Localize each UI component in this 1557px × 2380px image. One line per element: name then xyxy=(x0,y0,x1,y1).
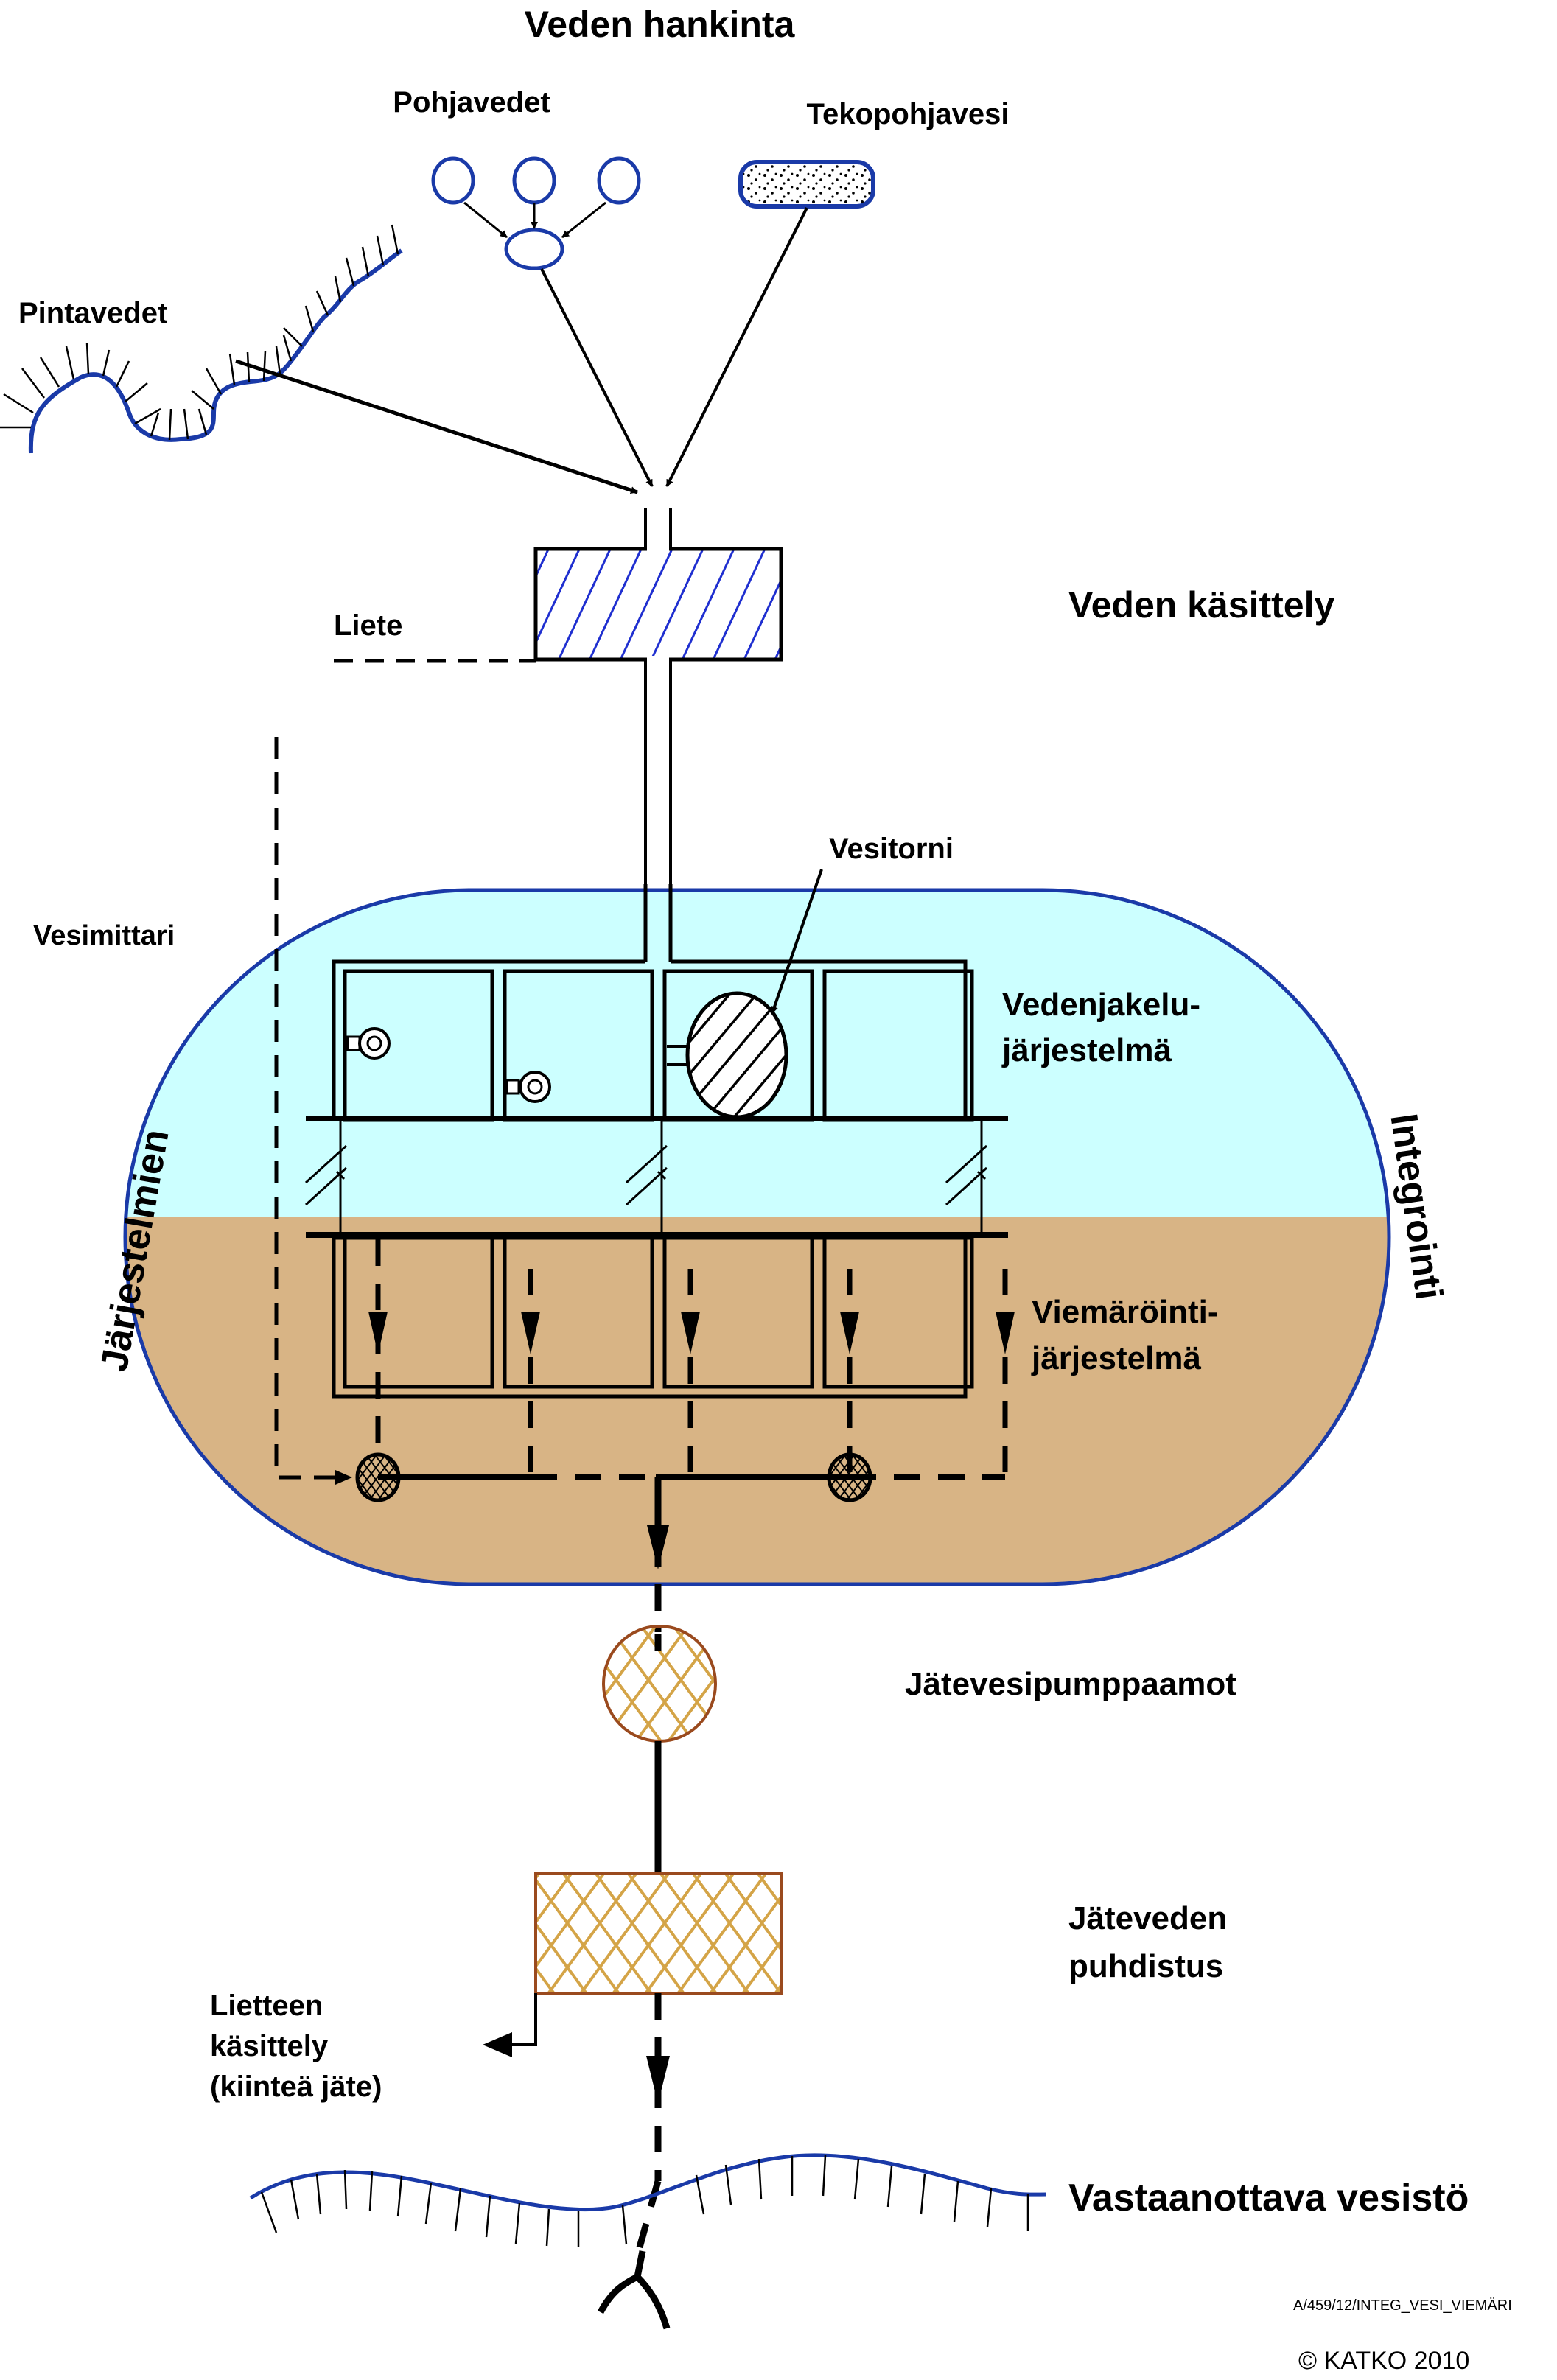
surface-water-label: Pintavedet xyxy=(18,297,167,329)
distribution-label-1: Vedenjakelu- xyxy=(1002,987,1200,1023)
well-icon xyxy=(431,156,475,205)
sewer-label-2: järjestelmä xyxy=(1031,1340,1201,1376)
water-meter-label: Vesimittari xyxy=(33,920,175,951)
wastewater-flow xyxy=(483,1477,783,2330)
copyright: © KATKO 2010 xyxy=(1298,2347,1469,2375)
arrow-icon xyxy=(681,1312,700,1354)
integration-label: Integrointi xyxy=(1382,1111,1450,1303)
pumping-label: Jätevesipumppaamot xyxy=(905,1666,1236,1702)
title: Veden hankinta xyxy=(525,4,796,45)
sludge-handling-label-2: käsittely xyxy=(210,2030,329,2062)
artificial-groundwater-basin-icon xyxy=(738,160,875,209)
sewer-network xyxy=(306,1232,1015,1502)
ww-treatment-label-1: Jäteveden xyxy=(1068,1900,1227,1936)
water-tower-label: Vesitorni xyxy=(829,833,954,865)
wastewater-treatment-plant-icon xyxy=(534,1872,783,1995)
integration-capsule xyxy=(123,888,1391,1586)
manhole-icon xyxy=(355,1452,401,1502)
well-icon xyxy=(512,156,556,205)
well-icon xyxy=(597,156,641,205)
treatment-label: Veden käsittely xyxy=(1068,584,1334,626)
arrow-icon xyxy=(483,2032,512,2057)
collection-point-icon xyxy=(504,228,564,270)
receiving-water-icon xyxy=(249,2153,1047,2247)
manhole-icon xyxy=(827,1452,872,1502)
surface-water-icon xyxy=(0,224,403,454)
service-connections xyxy=(304,1119,988,1236)
outfall-icon xyxy=(598,2272,671,2330)
sewer-label-1: Viemäröinti- xyxy=(1032,1294,1218,1330)
water-tower-icon xyxy=(689,995,785,1116)
arrow-icon xyxy=(463,201,508,239)
arrow-icon xyxy=(646,2056,670,2104)
supply-flow-arrows xyxy=(235,207,808,494)
artificial-groundwater-label: Tekopohjavesi xyxy=(807,98,1010,130)
arrow-icon xyxy=(647,1525,669,1569)
water-meter-line xyxy=(274,737,339,1480)
receiving-water-label: Vastaanottava vesistö xyxy=(1068,2177,1469,2219)
arrow-icon xyxy=(335,1470,352,1485)
arrow-icon xyxy=(368,1312,388,1354)
ww-treatment-label-2: puhdistus xyxy=(1068,1948,1223,1984)
sludge-label: Liete xyxy=(334,609,402,642)
arrow-icon xyxy=(521,1312,540,1354)
reference-code: A/459/12/INTEG_VESI_VIEMÄRI xyxy=(1293,2297,1512,2314)
groundwater-label: Pohjavedet xyxy=(393,86,550,119)
arrow-icon xyxy=(996,1312,1015,1354)
sludge-handling-label-1: Lietteen xyxy=(210,1989,323,2022)
distribution-network xyxy=(306,884,1008,1122)
arrow-icon xyxy=(561,201,606,239)
distribution-label-2: järjestelmä xyxy=(1001,1032,1172,1068)
sludge-handling-label-3: (kiinteä jäte) xyxy=(210,2071,382,2103)
arrow-icon xyxy=(840,1312,859,1354)
groundwater-wells xyxy=(431,156,641,270)
water-tower-pointer xyxy=(771,869,823,1014)
water-treatment-plant-icon xyxy=(533,547,783,662)
